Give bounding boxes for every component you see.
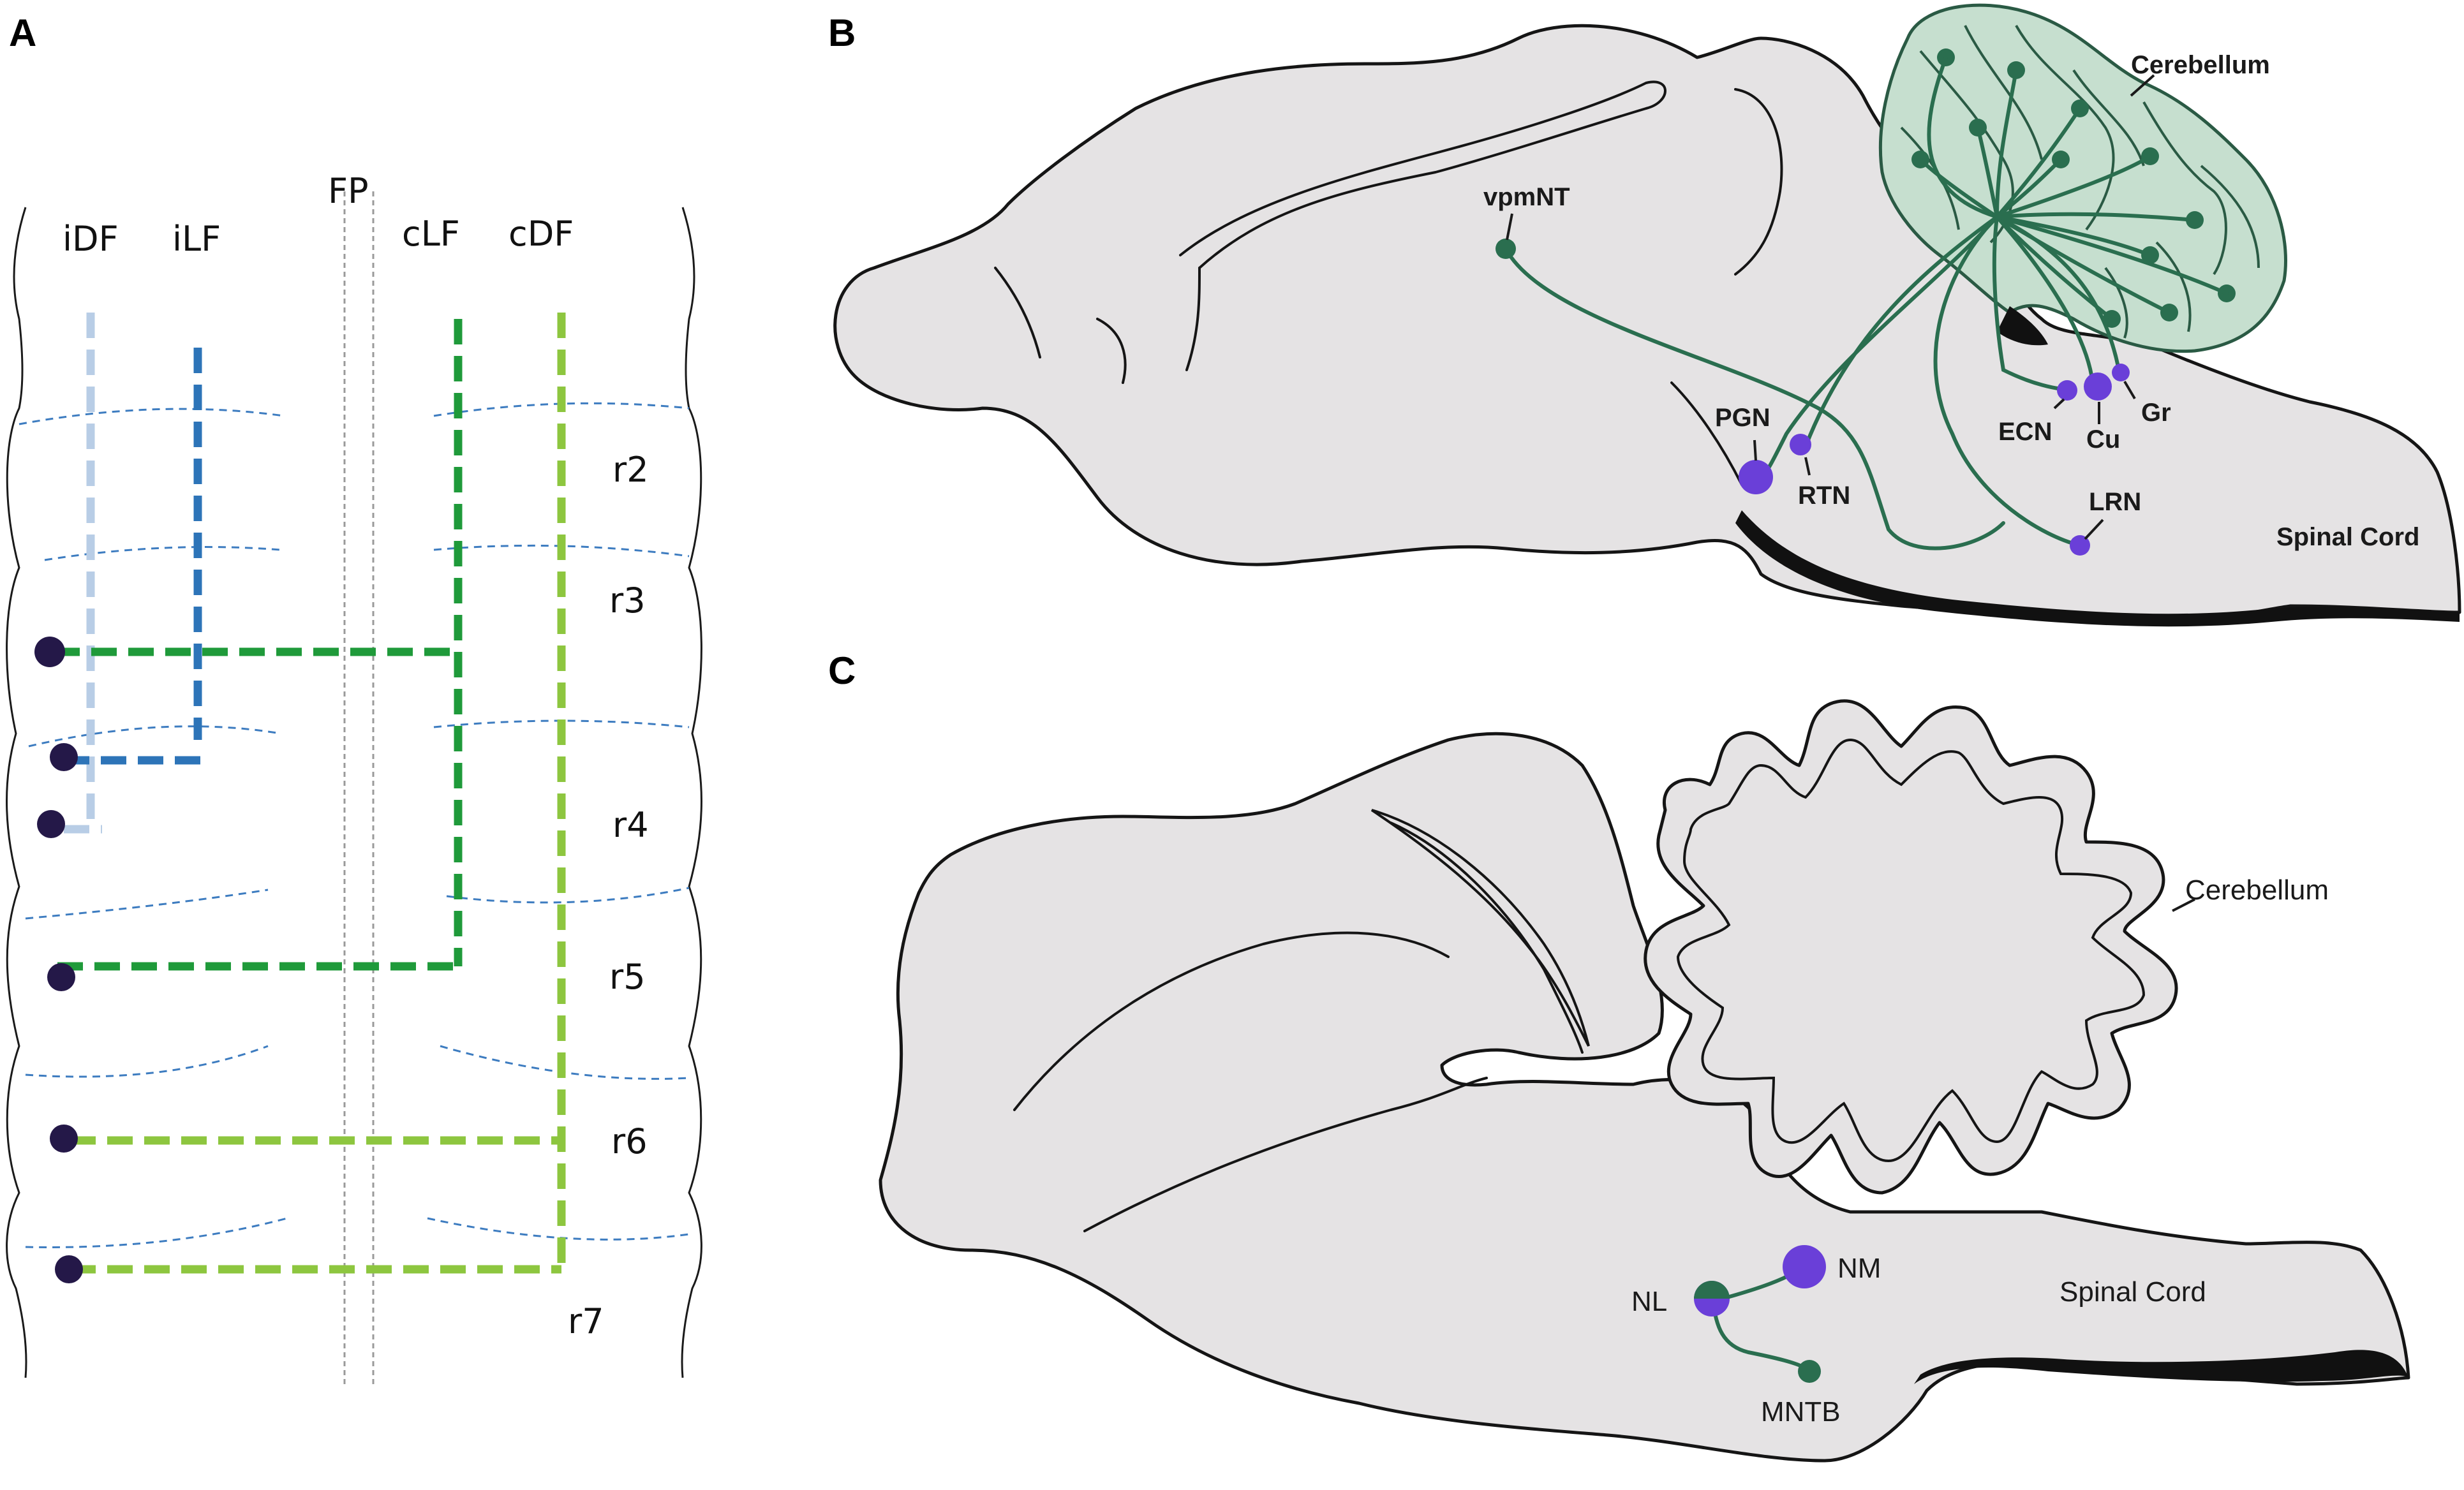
label-cerebellum-b: Cerebellum <box>2131 51 2270 79</box>
label-r3: r3 <box>609 580 646 621</box>
brain-b-folds <box>994 80 2048 486</box>
rhombomere-boundaries <box>19 402 690 1248</box>
label-pgn: PGN <box>1715 404 1770 432</box>
panel-b-letter: B <box>828 11 856 54</box>
nucleus-pgn <box>1739 460 1773 494</box>
label-clf: cLF <box>402 214 460 254</box>
ventricle-mark <box>1997 306 2048 346</box>
nucleus-gr <box>2112 364 2130 381</box>
cerebellum-c-inner <box>1676 738 2146 1163</box>
panel-a: A iDF iLF FP cLF cDF r2 r3 <box>6 11 702 1387</box>
label-r2: r2 <box>612 450 649 490</box>
leader-cerebellum-c <box>2172 898 2195 912</box>
nucleus-cu <box>2084 372 2112 401</box>
fibers-b <box>1504 55 2229 550</box>
panel-c: C Cerebellum NM NL MNTB <box>828 649 2410 1463</box>
panel-a-letter: A <box>9 11 36 54</box>
cell-body <box>50 1125 78 1153</box>
label-gr: Gr <box>2141 399 2171 427</box>
label-cu: Cu <box>2086 425 2120 454</box>
label-lrn: LRN <box>2089 488 2141 516</box>
cell-body <box>50 743 78 771</box>
label-nl: NL <box>1631 1286 1667 1317</box>
label-ecn: ECN <box>1998 418 2052 446</box>
label-idf: iDF <box>63 219 119 259</box>
nucleus-vpmnt <box>1495 239 1516 259</box>
label-spinal-cord-b: Spinal Cord <box>2276 523 2419 551</box>
nucleus-nm <box>1783 1245 1826 1288</box>
cerebellum-b <box>1878 3 2287 353</box>
cell-body <box>37 810 65 838</box>
label-rtn: RTN <box>1798 482 1850 510</box>
cell-bodies <box>34 637 83 1283</box>
label-r4: r4 <box>612 805 649 845</box>
tract-idf <box>64 313 102 834</box>
nucleus-nl <box>1694 1281 1730 1317</box>
tract-cdf <box>70 313 566 1274</box>
nucleus-mntb <box>1798 1360 1821 1383</box>
label-fp: FP <box>328 171 369 211</box>
cerebellum-c <box>1644 699 2178 1195</box>
hindbrain-right-outline <box>681 207 702 1378</box>
label-cdf: cDF <box>508 214 574 254</box>
brain-c-folds <box>1013 809 1590 1232</box>
label-spinal-cord-c: Spinal Cord <box>2060 1276 2206 1308</box>
label-r6: r6 <box>611 1121 648 1162</box>
ventral-edge-c <box>1914 1350 2408 1384</box>
cell-body <box>47 963 75 991</box>
label-mntb: MNTB <box>1761 1396 1841 1427</box>
label-r7: r7 <box>568 1301 604 1341</box>
tract-ilf <box>64 348 211 765</box>
tract-clf <box>54 319 463 971</box>
brain-b-outline <box>833 24 2461 625</box>
label-cerebellum-c: Cerebellum <box>2185 874 2329 906</box>
panel-c-letter: C <box>828 649 856 692</box>
nucleus-ecn <box>2057 380 2077 401</box>
panel-b: B <box>828 3 2461 627</box>
label-r5: r5 <box>609 957 646 997</box>
hindbrain-left-outline <box>6 207 27 1378</box>
cell-body <box>55 1255 83 1283</box>
nucleus-lrn <box>2070 535 2090 556</box>
ventral-edge-b <box>1735 510 2460 627</box>
brain-c-outline <box>879 732 2410 1463</box>
label-vpmnt: vpmNT <box>1483 183 1570 211</box>
leaders-b <box>1506 74 2155 540</box>
label-nm: NM <box>1837 1253 1881 1284</box>
label-ilf: iLF <box>172 219 221 259</box>
cell-body <box>34 637 65 667</box>
nucleus-rtn <box>1790 434 1811 455</box>
